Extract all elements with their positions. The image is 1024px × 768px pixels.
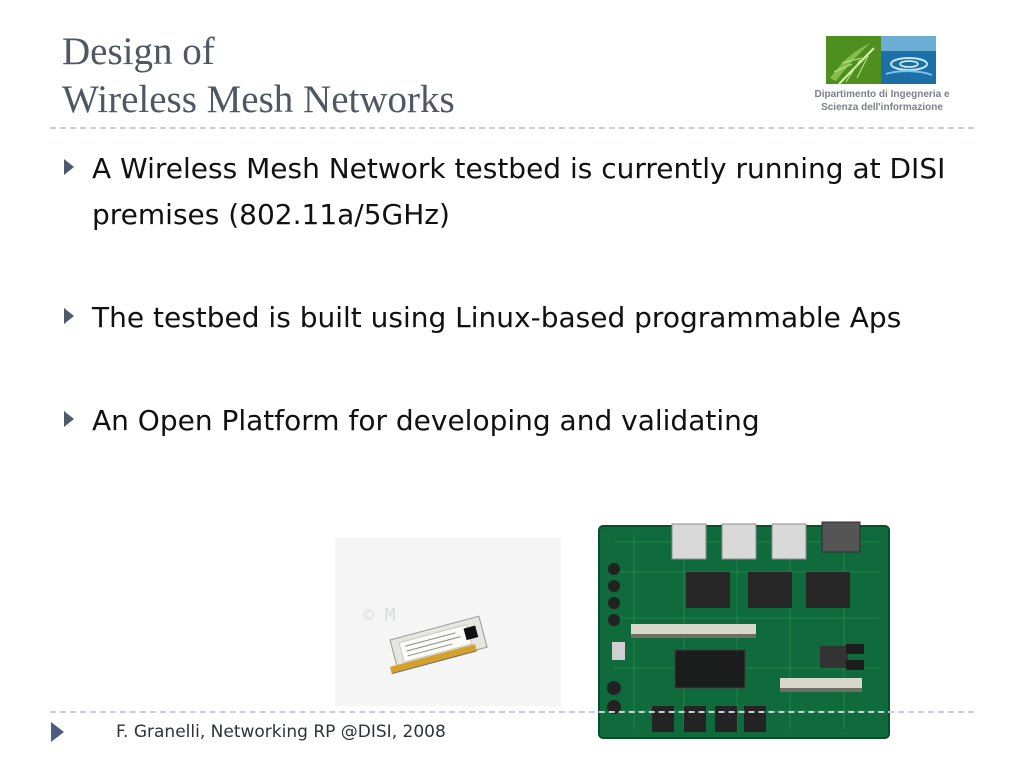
triangle-bullet-icon	[64, 411, 74, 427]
department-caption: Dipartimento di Ingegneria e Scienza del…	[796, 88, 968, 114]
bullet-text: An Open Platform for developing and vali…	[92, 404, 760, 437]
slide-footer: F. Granelli, Networking RP @DISI, 2008	[116, 722, 446, 742]
bullet-item: An Open Platform for developing and vali…	[62, 398, 982, 444]
bullet-list: A Wireless Mesh Network testbed is curre…	[62, 146, 982, 444]
bullet-text: The testbed is built using Linux-based p…	[92, 301, 902, 334]
triangle-right-icon[interactable]	[51, 722, 64, 742]
top-divider	[50, 127, 974, 129]
triangle-bullet-icon	[64, 308, 74, 324]
triangle-bullet-icon	[64, 159, 74, 175]
department-caption-line-1: Dipartimento di Ingegneria e	[814, 89, 950, 100]
mini-pci-card-photo: © M 2007	[335, 538, 561, 706]
leaf-water-logo-icon	[826, 36, 936, 85]
title-line-2: Wireless Mesh Networks	[62, 78, 455, 121]
watermark-line-1: © M	[363, 605, 396, 626]
bullet-item: A Wireless Mesh Network testbed is curre…	[62, 146, 982, 238]
bullet-item: The testbed is built using Linux-based p…	[62, 295, 982, 341]
bullet-text: A Wireless Mesh Network testbed is curre…	[92, 152, 946, 231]
slide-title: Design of Wireless Mesh Networks	[62, 28, 455, 124]
department-caption-line-2: Scienza dell'informazione	[821, 102, 943, 113]
bottom-divider	[50, 711, 974, 713]
title-line-1: Design of	[62, 30, 215, 73]
linux-router-board-photo	[594, 514, 894, 740]
department-logo	[826, 36, 936, 85]
